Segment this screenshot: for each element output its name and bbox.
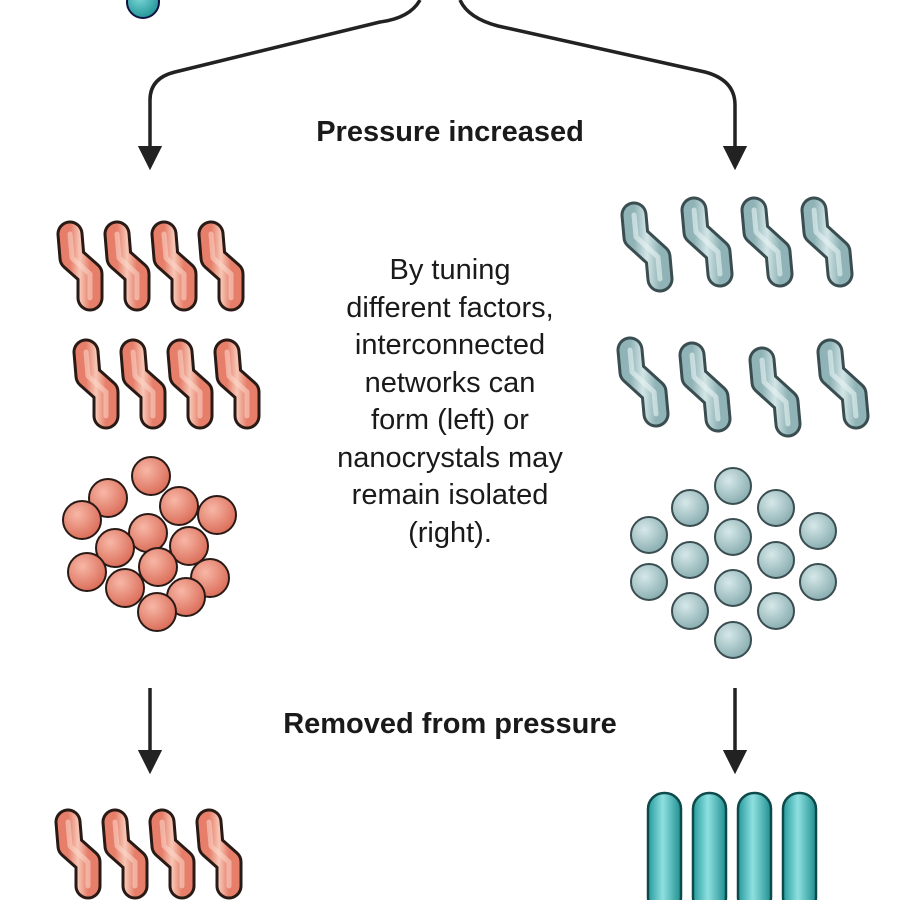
caption-line: interconnected bbox=[354, 329, 546, 361]
lower-arrows bbox=[137, 688, 748, 775]
caption-line: remain isolated bbox=[351, 479, 549, 511]
top-branch-arrows bbox=[126, 0, 748, 171]
caption-line: different factors, bbox=[346, 291, 554, 324]
removed-from-pressure-label: Removed from pressure bbox=[283, 708, 617, 740]
right-branch-arrow bbox=[458, 0, 748, 171]
caption-line: By tuning bbox=[389, 254, 511, 286]
caption-line: networks can bbox=[364, 366, 536, 399]
pressure-increased-label: Pressure increased bbox=[316, 116, 584, 148]
caption-text: By tuning different factors, interconnec… bbox=[280, 252, 620, 552]
left-branch-arrow bbox=[137, 0, 422, 171]
caption-line: nanocrystals may bbox=[337, 441, 563, 474]
network-nanocrystal-cluster bbox=[62, 456, 237, 632]
isolated-rods-after-release bbox=[646, 791, 818, 900]
caption-line: form (left) or bbox=[371, 404, 529, 436]
isolated-nanocrystals bbox=[630, 467, 837, 659]
network-rods-upper bbox=[70, 234, 247, 416]
source-particle bbox=[126, 0, 160, 19]
caption-line: (right). bbox=[408, 516, 492, 549]
isolated-rods-upper bbox=[630, 210, 856, 424]
network-rods-after-release bbox=[68, 822, 229, 886]
